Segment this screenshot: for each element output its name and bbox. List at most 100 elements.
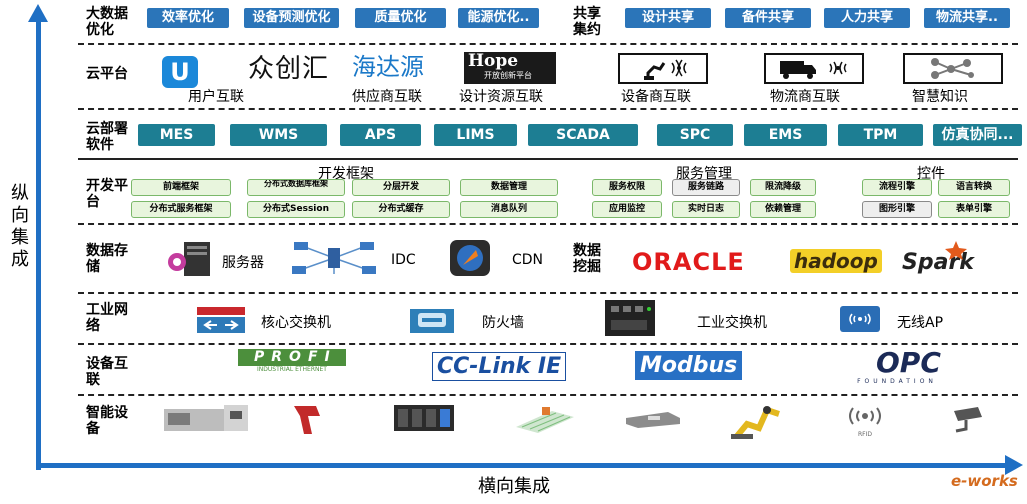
logistics-box (764, 53, 864, 84)
row-label-sharing: 共享集约 (573, 6, 601, 38)
tag-software: TPM (838, 124, 923, 146)
dev-pill: 分层开发 (352, 179, 450, 196)
vertical-axis-label: 纵向集成 (11, 183, 29, 270)
vertical-axis-arrow (28, 4, 48, 22)
network-label: 无线AP (897, 315, 944, 331)
tag-bigdata: 能源优化.. (458, 8, 539, 28)
profinet-logo-text: PROFI NET (238, 349, 346, 382)
tag-software: MES (138, 124, 215, 146)
knowledge-graph-icon (931, 58, 974, 79)
tag-software: APS (340, 124, 421, 146)
dev-pill: 应用监控 (592, 201, 662, 218)
dev-pill: 数据管理 (460, 179, 558, 196)
opc-logo-sub: FOUNDATION (857, 378, 937, 385)
network-label: 核心交换机 (261, 315, 331, 331)
row-label-network: 工业网络 (86, 302, 128, 334)
cdn-icon (450, 240, 490, 276)
separator (78, 394, 1018, 396)
row-label-interconnect: 设备互联 (86, 356, 128, 388)
row-label-devices: 智能设备 (86, 405, 128, 437)
tag-sharing: 备件共享 (725, 8, 811, 28)
tag-bigdata: 设备预测优化 (244, 8, 339, 28)
modbus-logo: Modbus (635, 351, 743, 380)
opc-foundation-logo: OPC FOUNDATION (842, 348, 952, 386)
storage-label: 服务器 (222, 255, 264, 271)
spark-star-icon (945, 241, 967, 260)
horizontal-axis-arrow (1005, 455, 1023, 475)
barcode-scanner-icon (294, 406, 320, 434)
cloud-caption: 供应商互联 (352, 89, 422, 105)
separator (78, 223, 1018, 225)
hope-logo: Hope 开放创新平台 (464, 52, 556, 84)
robot-arm-icon (644, 59, 687, 80)
tag-software: EMS (744, 124, 827, 146)
firewall-icon (410, 309, 454, 333)
separator (78, 343, 1018, 345)
dev-pill: 前端框架 (131, 179, 231, 196)
storage-label: IDC (391, 252, 416, 268)
haidayuan-logo: 海达源 (352, 53, 424, 81)
hope-logo-sub: 开放创新平台 (484, 71, 532, 80)
separator (78, 108, 1018, 110)
row-label-mining: 数据挖掘 (573, 243, 601, 275)
tag-bigdata: 质量优化 (355, 8, 446, 28)
dev-pill: 分布式缓存 (352, 201, 450, 218)
dev-pill: 图形引擎 (862, 201, 932, 218)
storage-label: CDN (512, 252, 544, 268)
separator (78, 292, 1018, 294)
tag-software: LIMS (434, 124, 517, 146)
camera-icon (954, 407, 982, 433)
row-label-bigdata: 大数据优化 (86, 6, 128, 38)
profinet-logo-sub: INDUSTRIAL ETHERNET (257, 366, 327, 373)
dev-pill: 分布式数据库框架 (247, 179, 345, 196)
rfid-label: RFID (857, 431, 872, 438)
tag-sharing: 物流共享.. (924, 8, 1010, 28)
watermark-logo: e-works (951, 472, 1018, 490)
dev-group-title: 控件 (917, 166, 945, 182)
dev-pill: 服务链路 (672, 179, 740, 196)
core-switch-icon (197, 307, 245, 333)
tag-sharing: 设计共享 (625, 8, 711, 28)
tag-software: SPC (657, 124, 733, 146)
zhongchuanghui-logo: 众创汇 (248, 54, 330, 84)
cloud-caption: 物流商互联 (770, 89, 840, 105)
cloud-caption: 智慧知识 (912, 89, 968, 105)
tag-software: 仿真协同... (933, 124, 1022, 146)
dev-pill: 限流降级 (750, 179, 816, 196)
industrial-robot-icon (731, 406, 780, 439)
agv-icon (626, 412, 680, 428)
vertical-axis (36, 18, 41, 470)
separator (78, 43, 1018, 45)
network-label: 防火墙 (482, 315, 524, 331)
row-label-storage: 数据存储 (86, 243, 128, 275)
dev-group-title: 开发框架 (318, 166, 374, 182)
row-label-dev: 开发平台 (86, 178, 128, 210)
row-label-cloud-software: 云部署软件 (86, 121, 128, 153)
separator (78, 158, 1018, 160)
rfid-waves-icon (849, 407, 881, 425)
spark-logo: Spark (902, 250, 974, 275)
conveyor-icon (516, 407, 574, 433)
dev-pill: 消息队列 (460, 201, 558, 218)
hope-logo-text: Hope (468, 51, 519, 71)
row-label-cloud: 云平台 (86, 66, 128, 82)
dev-pill: 实时日志 (672, 201, 740, 218)
hadoop-logo: hadoop (790, 249, 882, 273)
dev-pill: 分布式Session (247, 201, 345, 218)
dev-pill: 表单引擎 (938, 201, 1010, 218)
horizontal-axis (36, 463, 1008, 468)
dev-pill: 语言转换 (938, 179, 1010, 196)
tag-software: SCADA (528, 124, 638, 146)
tag-software: WMS (230, 124, 327, 146)
equipment-vendor-box (618, 53, 708, 84)
cloud-caption: 用户互联 (188, 89, 244, 105)
knowledge-box (903, 53, 1003, 84)
dev-pill: 流程引擎 (862, 179, 932, 196)
dev-pill: 服务权限 (592, 179, 662, 196)
rfid-icon: RFID (843, 405, 887, 438)
profinet-logo: PROFI NET INDUSTRIAL ETHERNET (238, 349, 346, 387)
dev-group-title: 服务管理 (676, 166, 732, 182)
cc-link-ie-logo: CC-Link IE (432, 352, 567, 381)
dev-pill: 依赖管理 (750, 201, 816, 218)
truck-icon (780, 61, 847, 79)
